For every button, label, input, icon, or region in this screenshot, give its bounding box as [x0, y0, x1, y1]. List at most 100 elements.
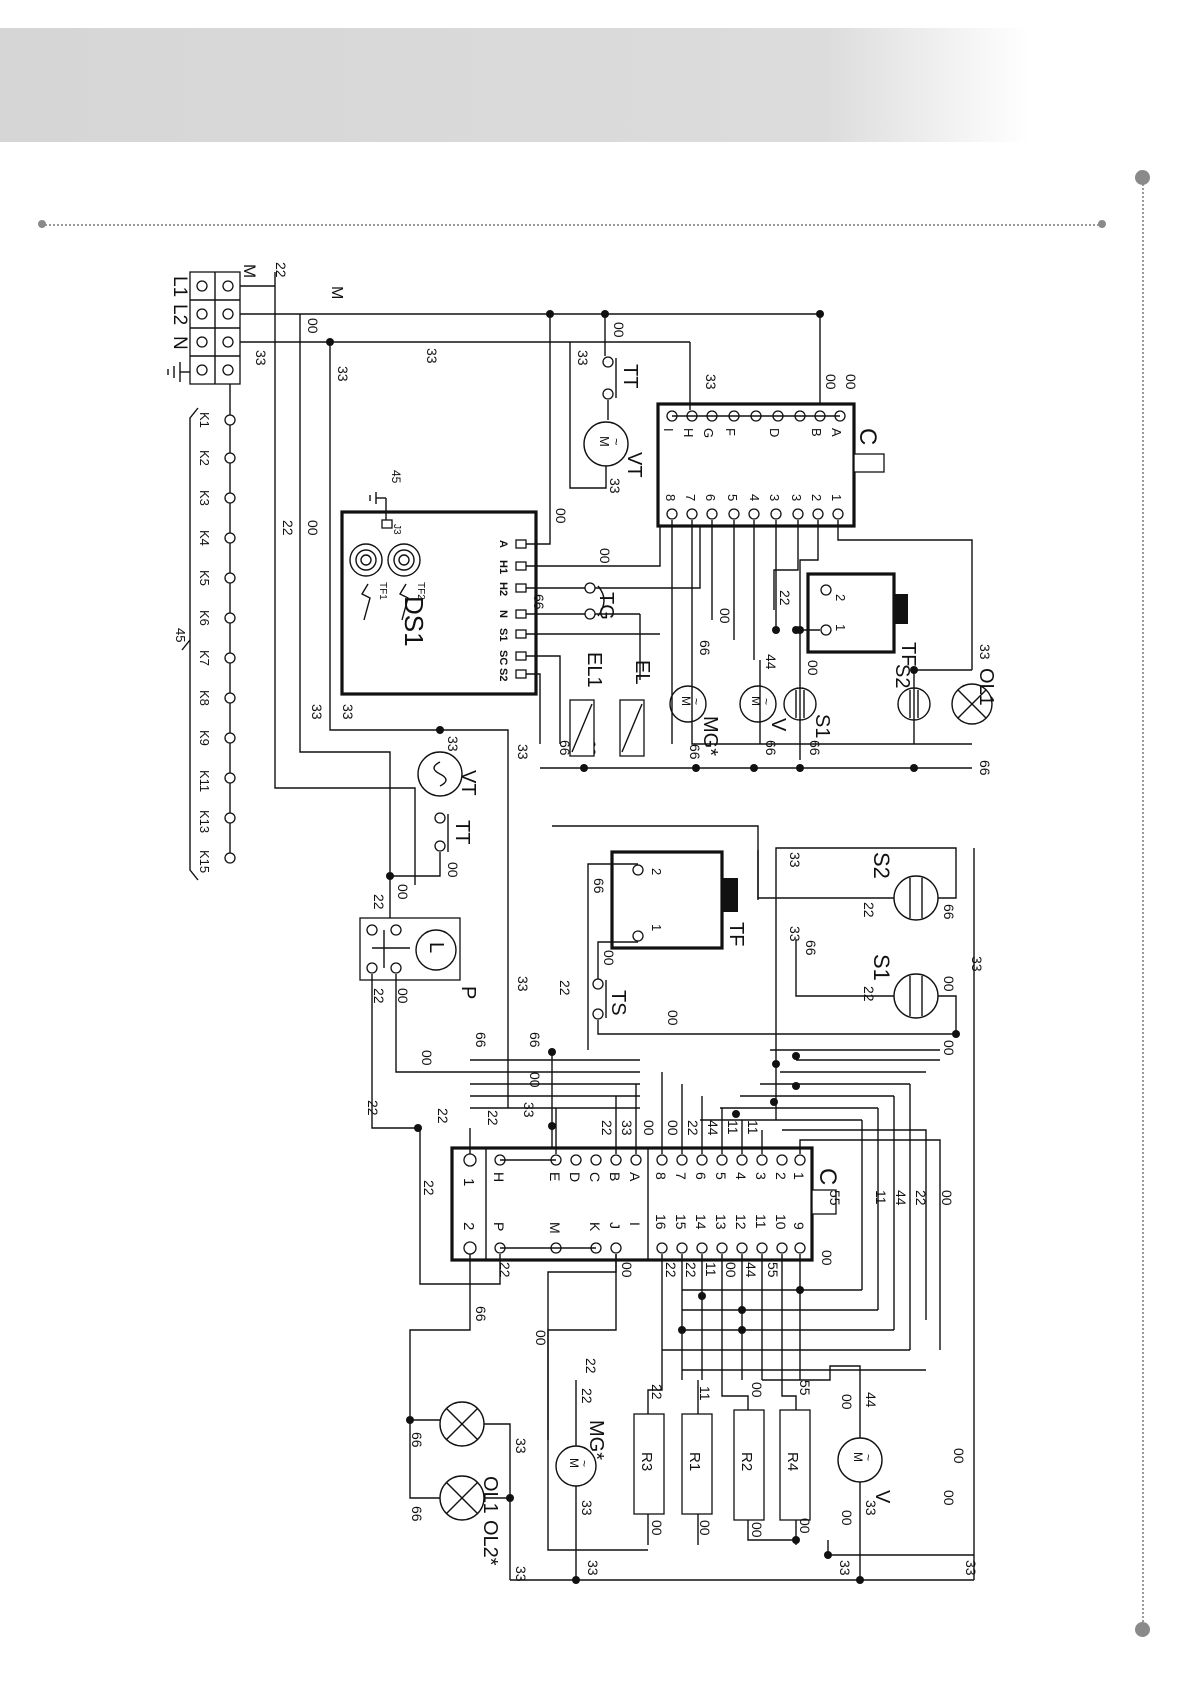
c-lower-row2-15: 15 — [673, 1214, 689, 1230]
c-lower-pin-B: B — [607, 1172, 623, 1181]
rule-end-dot-right — [1098, 220, 1106, 228]
wire-code: 33 — [309, 704, 325, 720]
c-lower-row2-10: 10 — [773, 1214, 789, 1230]
c-lower-pin-D: D — [567, 1172, 583, 1182]
label-N: N — [169, 336, 190, 350]
wire-code: 66 — [557, 740, 573, 756]
wire-code: 22 — [273, 262, 289, 278]
s2-upper-label: S2 — [891, 664, 913, 688]
wire-code: 22 — [583, 1358, 599, 1374]
tt-mid-label: TT — [451, 820, 473, 844]
c-upper-pin-3a: 3 — [789, 494, 804, 501]
vt-top-label: VT — [623, 452, 645, 478]
c-upper-pin-I: I — [661, 428, 676, 432]
r4-label: R4 — [784, 1452, 801, 1471]
c-lower-row2-11: 11 — [753, 1214, 769, 1229]
connector-K4: K4 — [197, 530, 212, 546]
ds1-pin-S2: S2 — [497, 668, 509, 681]
wire-code: 66 — [473, 1306, 489, 1322]
c-lower-row1-6: 6 — [693, 1172, 709, 1180]
wire-code: 00 — [941, 1040, 957, 1056]
ds1-label: DS1 — [399, 596, 429, 647]
wire-code: 55 — [827, 1190, 843, 1206]
wire-code: 66 — [591, 878, 607, 894]
wire-code: 00 — [649, 1520, 665, 1536]
wire-code: 55 — [765, 1262, 781, 1278]
r3-label: R3 — [638, 1452, 655, 1471]
wire-code: 00 — [697, 1520, 713, 1536]
wire-code: 33 — [575, 350, 591, 366]
ds1-ground-icon: 45 — [369, 470, 403, 520]
wire-code: 66 — [697, 640, 713, 656]
wire-code: 44 — [743, 1262, 759, 1278]
tt-thermostat-top: TT 00 33 — [575, 314, 641, 420]
s1-switch-lower: S1 22 00 33 66 33 00 — [787, 848, 985, 1580]
wire-code: 33 — [521, 1102, 537, 1118]
mg-motor-upper: M ~ MG* — [669, 685, 721, 756]
wire-code: 33 — [253, 350, 269, 366]
ds1-ground-label: 45 — [389, 470, 403, 484]
c-upper-right-pins — [666, 508, 844, 520]
c-lower-pin-E: E — [547, 1172, 563, 1181]
svg-text:M: M — [851, 1452, 865, 1462]
upper-connector-strip: K1 K2 K3 K4 K5 K6 K7 K8 K9 K11 K13 K15 4… — [173, 384, 236, 881]
wire-code: 11 — [697, 1386, 713, 1401]
wire-code: 22 — [685, 1120, 701, 1136]
c-upper-pin-3b: 3 — [767, 494, 782, 501]
wire-code: 00 — [305, 520, 321, 536]
tg-switch: TG — [584, 582, 617, 620]
rule-end-dot-top — [1135, 170, 1150, 185]
wire-code: 66 — [409, 1506, 425, 1522]
el1-heater: EL1 — [569, 652, 605, 757]
wire-code: 22 — [683, 1262, 699, 1278]
c-lower-row1-5: 5 — [713, 1172, 729, 1180]
c-lower-row1-4: 4 — [733, 1172, 749, 1180]
label-M: M — [328, 286, 345, 299]
el-heater: EL — [619, 660, 653, 757]
c-upper-pin-G: G — [701, 428, 716, 438]
wire-code: 00 — [823, 374, 839, 390]
connector-K1: K1 — [197, 412, 212, 428]
wire-code: 00 — [611, 322, 627, 338]
wire-code: 11 — [873, 1190, 889, 1205]
tf-timer-upper: 2 1 TF — [792, 572, 919, 666]
c-upper-pin-6: 6 — [703, 494, 718, 501]
tf-lower-label: TF — [725, 922, 747, 946]
wire-code: 22 — [913, 1190, 929, 1206]
c-upper-pin-5: 5 — [725, 494, 740, 501]
ds1-pins — [515, 539, 527, 679]
ds1-sensor-tf2: TF2 — [387, 543, 426, 621]
wire-code: 66 — [531, 594, 547, 610]
terminal-screws — [196, 280, 234, 376]
wire-code: 66 — [803, 940, 819, 956]
lower-wire-bundle: 66 66 00 00 33 22 22 22 33 22 — [365, 976, 940, 1196]
ol2-lamp-lower: OL2* 66 33 — [409, 1420, 529, 1582]
tf-upper-pin-2: 2 — [833, 594, 848, 601]
tt-thermostat-mid: TT 00 — [386, 812, 473, 880]
ds1-pin-H1: H1 — [497, 560, 509, 574]
c-upper-pin-H: H — [681, 428, 696, 437]
bottom-neutral-bus: 33 33 33 — [510, 1560, 979, 1584]
c-lower-row1-2: 2 — [773, 1172, 789, 1180]
connector-K9: K9 — [197, 730, 212, 746]
c-lower-row2-pins — [656, 1242, 806, 1254]
wire-code: 33 — [619, 1120, 635, 1136]
header-band — [0, 28, 1030, 142]
rule-end-dot-bottom — [1135, 1622, 1150, 1637]
c-upper-pin-8: 8 — [663, 494, 678, 501]
wire-code: 00 — [839, 1394, 855, 1410]
wire-code: 00 — [749, 1382, 765, 1398]
rule-end-dot-left — [38, 220, 46, 228]
wire-code: 22 — [280, 520, 296, 536]
svg-text:M: M — [567, 1458, 581, 1468]
s1-lower-label: S1 — [869, 954, 894, 981]
c-lower-pin-J: J — [607, 1222, 623, 1229]
wire-code: 22 — [365, 1100, 381, 1116]
vertical-dotted-rule — [1142, 180, 1144, 1630]
ol1-lamp-upper: OL1 — [951, 668, 997, 725]
tg-label: TG — [595, 592, 617, 620]
ol2-lower-label: OL2* — [479, 1520, 501, 1566]
mg-upper-label: MG* — [699, 716, 721, 756]
c-lower-row1-7: 7 — [673, 1172, 689, 1180]
